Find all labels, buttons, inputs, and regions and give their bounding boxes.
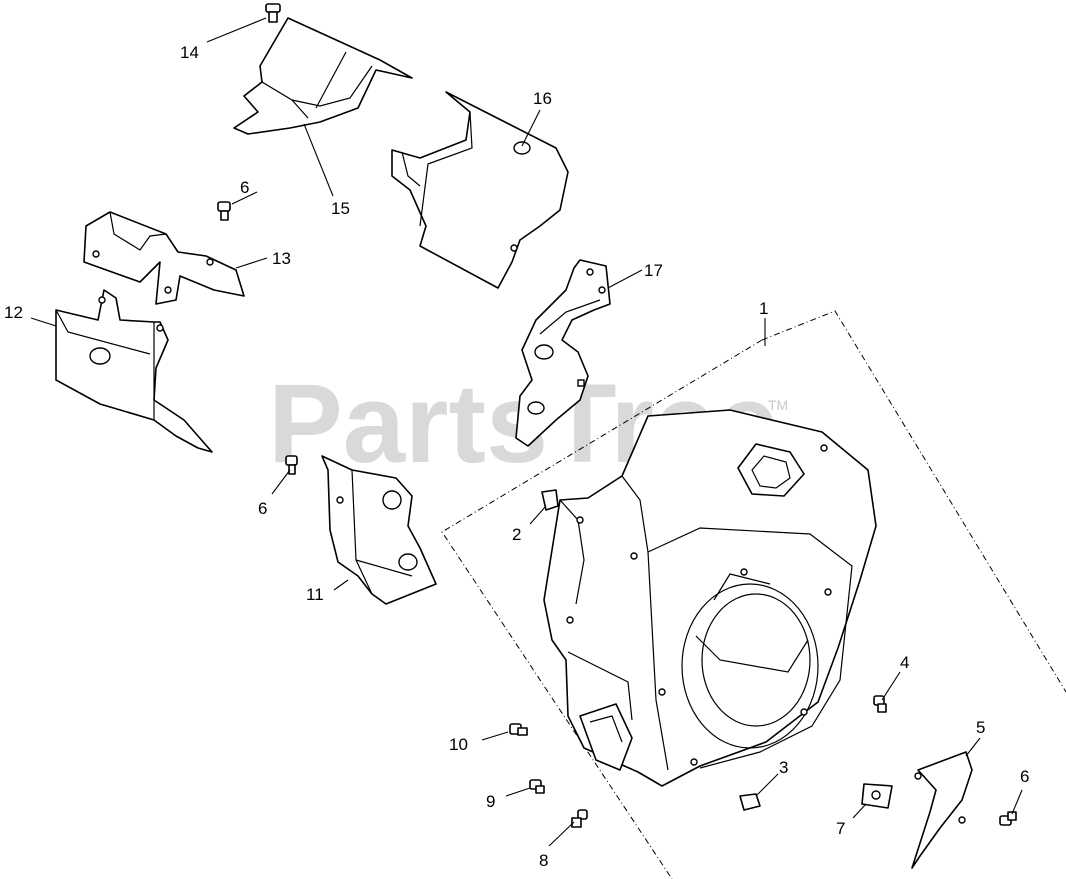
screw-4[interactable]	[873, 695, 887, 713]
bracket-17[interactable]	[515, 259, 611, 447]
bracket-13[interactable]	[83, 211, 245, 305]
shroud-16[interactable]	[391, 91, 569, 289]
screw-8[interactable]	[571, 809, 588, 828]
callout-17: 17	[644, 261, 663, 280]
screw-6-middle[interactable]	[285, 455, 298, 475]
callout-10: 10	[449, 735, 468, 754]
callout-6-top: 6	[240, 178, 249, 197]
bracket-11[interactable]	[321, 455, 437, 605]
watermark-trademark: TM	[768, 397, 788, 413]
screw-6-top[interactable]	[217, 201, 231, 221]
callout-8: 8	[539, 851, 548, 870]
callout-1: 1	[759, 299, 768, 318]
callout-11: 11	[306, 585, 324, 604]
callout-2: 2	[512, 525, 521, 544]
screw-6-right[interactable]	[999, 811, 1017, 826]
leader-lines	[30, 17, 1023, 847]
callout-14: 14	[180, 43, 199, 62]
callout-3: 3	[779, 758, 788, 777]
screw-9[interactable]	[529, 779, 545, 794]
baffle-15[interactable]	[233, 17, 413, 135]
callout-15: 15	[331, 199, 350, 218]
clip-nut-3[interactable]	[739, 793, 761, 811]
shroud-12[interactable]	[55, 289, 213, 453]
callout-13: 13	[272, 249, 291, 268]
clip-nut-2[interactable]	[541, 489, 559, 511]
screw-10[interactable]	[509, 723, 528, 736]
callout-9: 9	[486, 792, 495, 811]
callout-12: 12	[4, 303, 23, 322]
callout-6-right: 6	[1020, 767, 1029, 786]
callout-4: 4	[900, 653, 909, 672]
callout-6-middle: 6	[258, 499, 267, 518]
blower-housing-1[interactable]	[543, 409, 877, 787]
callout-5: 5	[976, 718, 985, 737]
assembly-bracket	[441, 310, 1066, 879]
callout-7: 7	[836, 819, 845, 838]
nut-plate-7[interactable]	[861, 783, 893, 809]
screw-14[interactable]	[265, 3, 281, 23]
side-plate-5[interactable]	[911, 751, 973, 869]
callout-16: 16	[533, 89, 552, 108]
